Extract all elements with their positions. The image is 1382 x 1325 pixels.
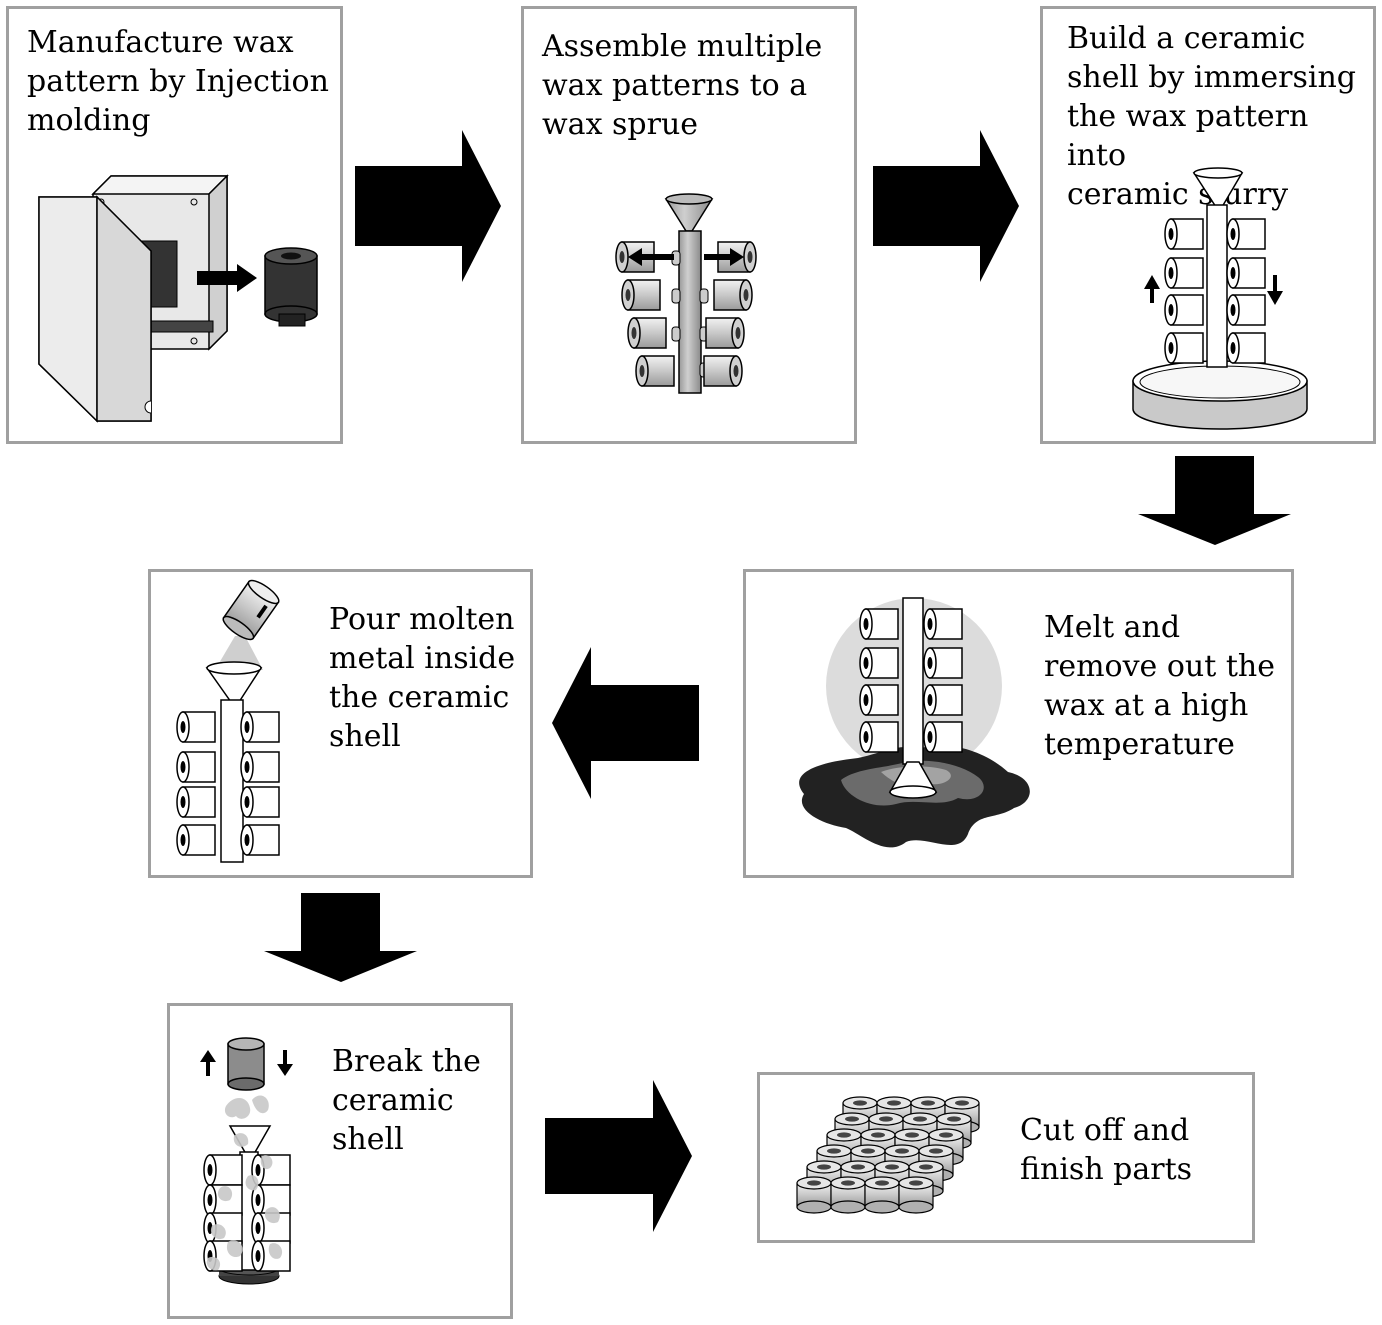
step-box-break-shell: Break the ceramic shell (167, 1003, 513, 1319)
metal-pouring-illustration (176, 579, 280, 863)
step-box-ceramic-shell: Build a ceramic shell by immersing the w… (1040, 6, 1376, 444)
step-box-finish-parts: Cut off and finish parts (757, 1072, 1255, 1243)
step-label-pour-metal: Pour molten metal inside the ceramic she… (329, 602, 516, 754)
arrow-down-1 (1138, 456, 1291, 545)
step-label-assemble-sprue: Assemble multiple wax patterns to a wax … (542, 29, 823, 142)
step-box-injection-molding: Manufacture wax pattern by Injection mol… (6, 6, 343, 444)
step-label-injection-molding: Manufacture wax pattern by Injection mol… (27, 25, 329, 138)
wax-sprue-assembly-illustration (615, 193, 757, 394)
step-box-dewax: Melt and remove out the wax at a high te… (743, 569, 1294, 878)
step-box-pour-metal: Pour molten metal inside the ceramic she… (148, 569, 533, 878)
arrow-left-1 (552, 647, 699, 799)
arrow-down-2 (264, 893, 417, 982)
arrow-right-2 (873, 130, 1019, 282)
step-label-dewax: Melt and remove out the wax at a high te… (1044, 610, 1275, 762)
slurry-immersion-illustration (1132, 167, 1308, 430)
injection-molding-machine-illustration (38, 174, 318, 423)
arrow-right-3 (545, 1080, 692, 1232)
shell-breaking-illustration (200, 1037, 293, 1285)
wax-melting-illustration (799, 597, 1030, 848)
step-box-assemble-sprue: Assemble multiple wax patterns to a wax … (521, 6, 857, 444)
arrow-right-1 (355, 130, 501, 282)
step-label-finish-parts: Cut off and finish parts (1020, 1113, 1193, 1187)
step-label-break-shell: Break the ceramic shell (332, 1044, 481, 1157)
step-label-ceramic-shell: Build a ceramic shell by immersing the w… (1067, 21, 1356, 212)
finished-parts-illustration (796, 1096, 980, 1214)
